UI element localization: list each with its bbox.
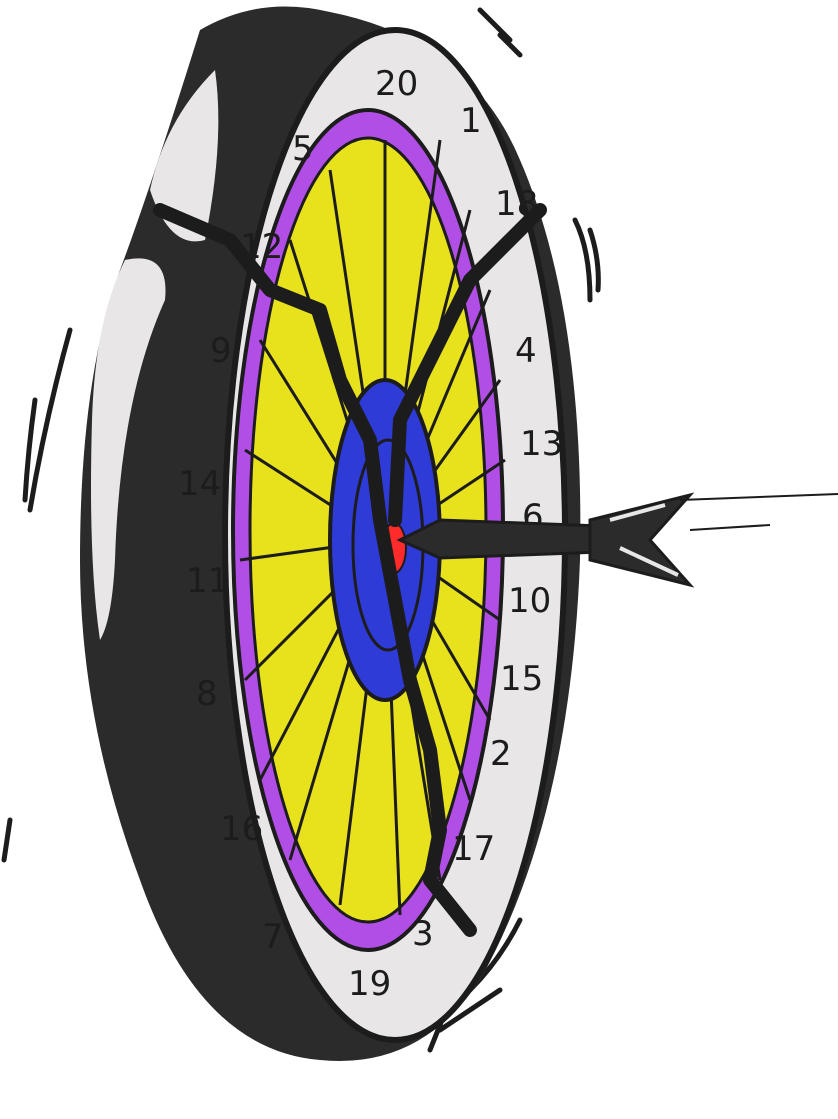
number-12: 12 — [240, 227, 283, 267]
number-10: 10 — [508, 581, 551, 621]
number-4: 4 — [515, 331, 537, 371]
number-19: 19 — [348, 964, 391, 1004]
number-2: 2 — [490, 734, 512, 774]
number-11: 11 — [186, 561, 229, 601]
board-numbers: 20 1 18 4 13 6 10 15 2 17 3 19 7 16 8 11… — [178, 64, 563, 1004]
number-17: 17 — [452, 829, 495, 869]
number-5: 5 — [292, 129, 314, 169]
number-18: 18 — [495, 184, 538, 224]
motion-lines — [1, 7, 601, 1053]
number-14: 14 — [178, 464, 221, 504]
number-7: 7 — [262, 917, 284, 957]
number-13: 13 — [520, 424, 563, 464]
crack-lines — [153, 203, 547, 937]
number-15: 15 — [500, 659, 543, 699]
dart-shaft — [396, 518, 602, 560]
number-1: 1 — [460, 101, 482, 141]
number-16: 16 — [220, 809, 263, 849]
dart — [396, 492, 838, 588]
number-3: 3 — [412, 914, 434, 954]
number-20: 20 — [375, 64, 418, 104]
number-9: 9 — [210, 331, 232, 371]
number-8: 8 — [196, 674, 218, 714]
